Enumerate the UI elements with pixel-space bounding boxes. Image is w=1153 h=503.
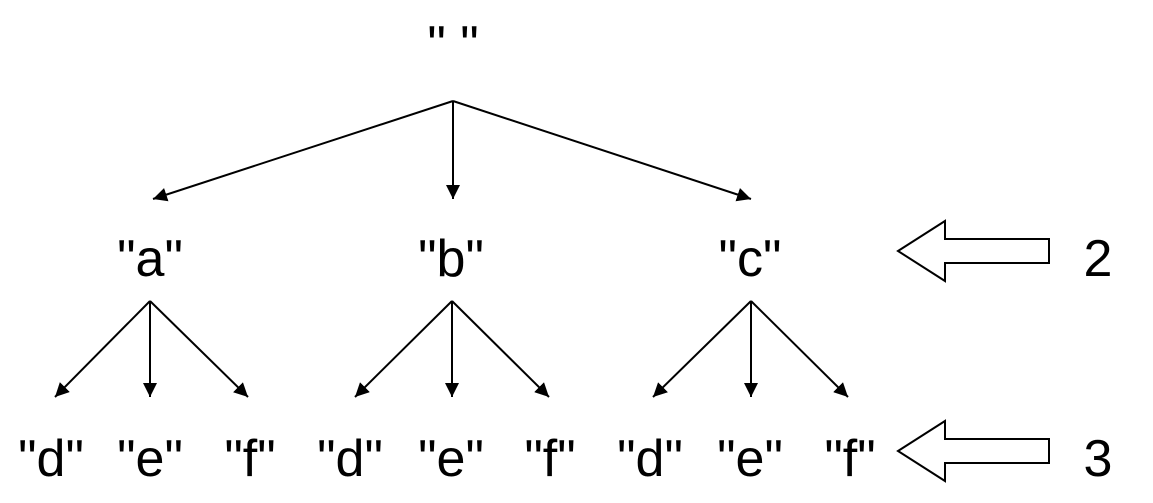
edge-a-d	[54, 300, 151, 398]
node-c-e-label: "e"	[717, 430, 783, 488]
root-edges	[152, 100, 752, 202]
node-b-d-label: "d"	[317, 430, 383, 488]
edge-c-f	[750, 300, 849, 398]
level-3-marker-label: 3	[1084, 430, 1113, 488]
level2-edges	[54, 300, 849, 398]
node-c-label: "c"	[719, 230, 782, 288]
root-node-label: " "	[427, 16, 478, 74]
edge-root-c	[452, 100, 752, 202]
edge-root-a	[152, 100, 454, 202]
node-a-d-label: "d"	[18, 430, 84, 488]
level-2-marker-label: 2	[1084, 230, 1113, 288]
node-b-label: "b"	[418, 230, 484, 288]
edge-b-d	[354, 300, 453, 398]
node-b-f-label: "f"	[524, 430, 575, 488]
node-a-f-label: "f"	[224, 430, 275, 488]
edge-c-d	[652, 300, 752, 398]
level-2-arrow-icon	[896, 219, 1050, 283]
edge-a-f	[149, 300, 249, 398]
node-a-label: "a"	[117, 230, 183, 288]
node-a-e-label: "e"	[117, 430, 183, 488]
node-c-f-label: "f"	[824, 430, 875, 488]
edge-b-f	[451, 300, 550, 398]
node-b-e-label: "e"	[418, 430, 484, 488]
level-3-arrow-icon	[896, 419, 1050, 483]
node-c-d-label: "d"	[617, 430, 683, 488]
